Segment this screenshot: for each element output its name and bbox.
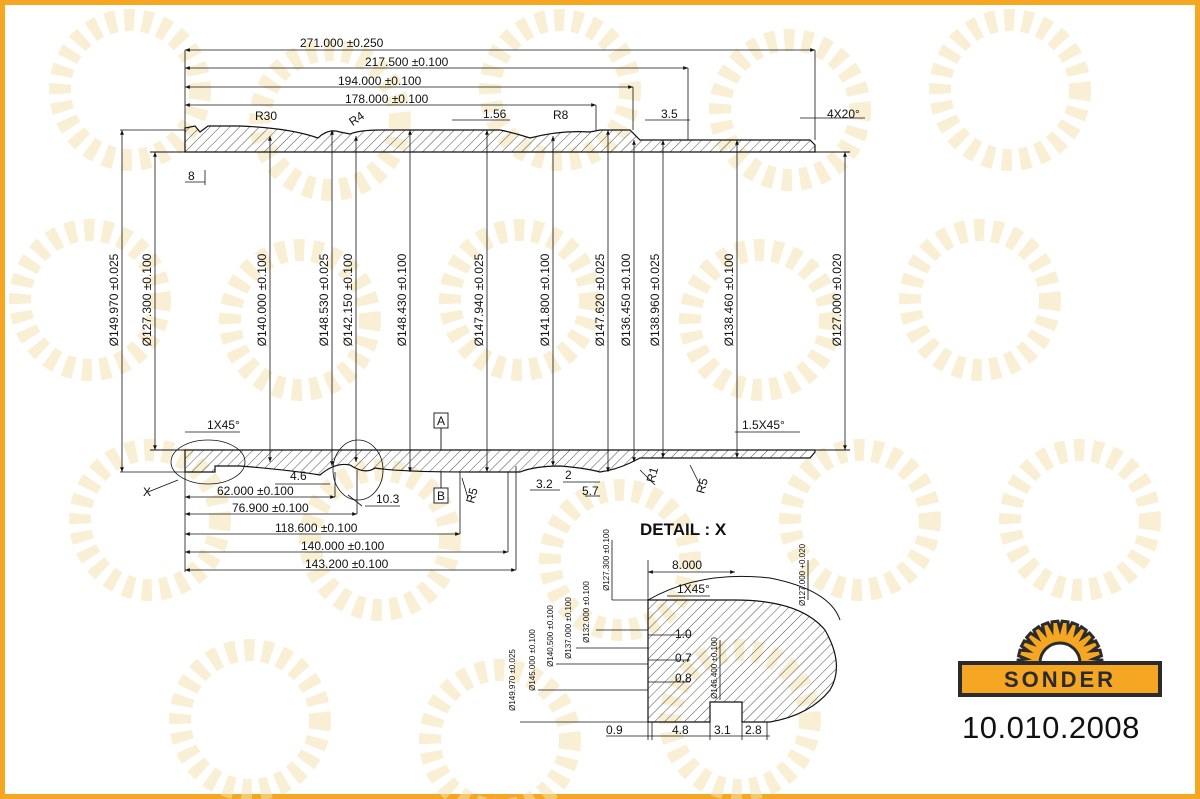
- dim-118-6: 118.600 ±0.100: [275, 521, 358, 535]
- callout-r8: R8: [553, 108, 569, 122]
- callout-3-2: 3.2: [536, 477, 553, 491]
- part-number: 10.010.2008: [962, 710, 1140, 745]
- callout-3-5: 3.5: [661, 107, 678, 121]
- detail-0-8: 0.8: [675, 671, 692, 685]
- detail-2-8: 2.8: [745, 723, 762, 737]
- detail-title: DETAIL : X: [640, 520, 727, 539]
- dim-271: 271.000 ±0.250: [300, 36, 384, 50]
- callout-1-5x45: 1.5X45°: [742, 418, 785, 432]
- callout-r1: R1: [644, 465, 662, 484]
- watermark-gear: [999, 439, 1161, 601]
- detail-3-1: 3.1: [714, 723, 731, 737]
- datum-b: B: [437, 489, 445, 503]
- gear-hub: [1038, 641, 1082, 665]
- watermark-gear: [169, 639, 331, 799]
- detail-diameter-label: Ø146.400 ±0.100: [710, 637, 719, 699]
- diameter-dim-label: Ø138.460 ±0.100: [722, 253, 736, 346]
- watermark-gear: [679, 239, 841, 401]
- dim-178: 178.000 ±0.100: [345, 92, 429, 106]
- diameter-dim-label: Ø147.620 ±0.025: [593, 253, 607, 346]
- dim-62: 62.000 ±0.100: [217, 484, 294, 498]
- detail-0-9: 0.9: [606, 723, 623, 737]
- callout-r30: R30: [255, 109, 277, 123]
- logo-text: SONDER: [1004, 667, 1116, 692]
- dim-194: 194.000 ±0.100: [338, 74, 422, 88]
- detail-diameter-label: Ø137.000 ±0.100: [564, 597, 573, 659]
- detail-x-section: [647, 599, 838, 723]
- detail-diameter-label: Ø127.300 ±0.100: [602, 529, 611, 591]
- watermark-gear: [439, 219, 601, 381]
- diameter-dim-label: Ø149.970 ±0.025: [107, 253, 121, 346]
- watermark-gear: [419, 659, 581, 799]
- callout-5-7: 5.7: [582, 484, 599, 498]
- diameter-dim-label: Ø141.800 ±0.100: [538, 253, 552, 346]
- detail-diameter-label: Ø132.000 ±0.100: [582, 581, 591, 643]
- diameter-dim-label: Ø140.000 ±0.100: [255, 253, 269, 346]
- bottom-wall-section: [184, 449, 816, 476]
- callout-4-6: 4.6: [290, 469, 307, 483]
- watermark-gear: [779, 439, 941, 601]
- watermark-gear: [479, 9, 641, 171]
- diameter-dim-label: Ø147.940 ±0.025: [472, 253, 486, 346]
- watermark-gear: [899, 219, 1061, 381]
- watermark-gear: [929, 9, 1091, 171]
- detail-1-0: 1.0: [675, 627, 692, 641]
- detail-diameter-label: Ø145.000 ±0.100: [528, 629, 537, 691]
- callout-10-3: 10.3: [376, 492, 400, 506]
- detail-8: 8.000: [672, 558, 702, 572]
- detail-diameter-label: Ø149.970 ±0.025: [508, 649, 517, 711]
- dim-143-2: 143.200 ±0.100: [305, 557, 389, 571]
- diameter-dim-label: Ø142.150 ±0.100: [341, 253, 355, 346]
- callout-r5-b: R5: [693, 476, 711, 495]
- detail-1x45: 1X45°: [677, 582, 710, 596]
- watermark-gear: [709, 29, 871, 191]
- callout-x: X: [143, 485, 151, 499]
- diameter-dim-label: Ø148.530 ±0.025: [317, 253, 331, 346]
- diameter-dim-label: Ø136.450 ±0.100: [619, 253, 633, 346]
- dim-76-9: 76.900 ±0.100: [232, 501, 309, 515]
- diameter-dim-label: Ø127.000 ±0.020: [830, 253, 844, 346]
- callout-4x20: 4X20°: [827, 107, 860, 121]
- sonder-logo: SONDER: [958, 619, 1162, 697]
- callout-r4: R4: [346, 108, 367, 128]
- diameter-dim-label: Ø127.300 ±0.100: [140, 253, 154, 346]
- detail-4-8: 4.8: [672, 723, 689, 737]
- watermark-gear: [49, 9, 211, 171]
- callout-r5-a: R5: [463, 486, 481, 505]
- dim-140: 140.000 ±0.100: [301, 539, 385, 553]
- callout-1-56: 1.56: [483, 107, 507, 121]
- callout-8: 8: [188, 169, 195, 183]
- callout-1x45: 1X45°: [207, 418, 240, 432]
- dim-217: 217.500 ±0.100: [365, 55, 449, 69]
- detail-diameter-label: Ø127.000 +0.020: [798, 543, 807, 606]
- watermark-gear: [9, 219, 171, 381]
- watermark-gear: [219, 239, 381, 401]
- callout-2: 2: [565, 468, 572, 482]
- top-wall-section: [184, 125, 816, 153]
- diameter-dim-label: Ø148.430 ±0.100: [395, 253, 409, 346]
- diameter-dim-label: Ø138.960 ±0.025: [648, 253, 662, 346]
- datum-a: A: [437, 414, 445, 428]
- detail-diameter-label: Ø140.500 ±0.100: [546, 605, 555, 667]
- watermark-gear: [299, 459, 461, 621]
- detail-0-7: 0.7: [675, 651, 692, 665]
